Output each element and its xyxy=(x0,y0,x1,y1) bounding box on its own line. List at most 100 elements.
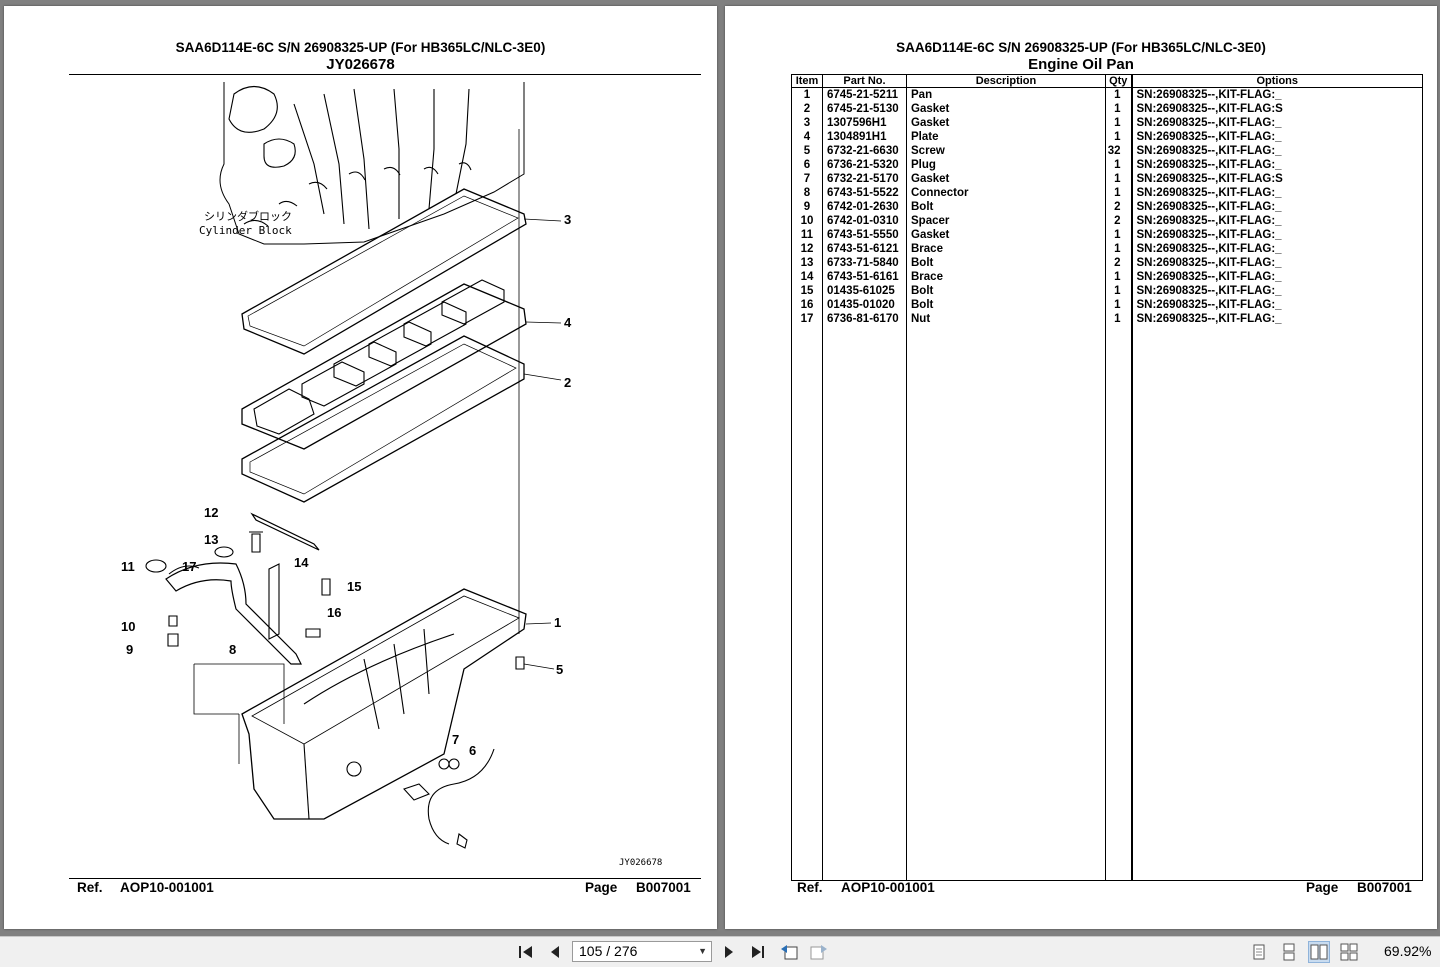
footer-ref-value: AOP10-001001 xyxy=(841,880,935,895)
prev-page-button[interactable] xyxy=(544,941,566,963)
options-cell: SN:26908325--,KIT-FLAG:_ xyxy=(1130,116,1423,130)
qty-cell: 2 xyxy=(1105,214,1132,228)
item-cell: 4 xyxy=(791,130,823,144)
right-page-section-title: Engine Oil Pan xyxy=(1028,56,1134,73)
next-page-button[interactable] xyxy=(718,941,740,963)
qty-cell: 1 xyxy=(1105,312,1132,326)
continuous-view-icon xyxy=(1283,943,1295,961)
part-no-cell: 6736-21-5320 xyxy=(822,158,907,172)
drawing-code: JY026678 xyxy=(619,858,662,868)
go-back-view-button[interactable] xyxy=(778,941,800,963)
part-no-cell: 6745-21-5211 xyxy=(822,87,907,102)
qty-cell: 1 xyxy=(1105,284,1132,298)
options-cell: SN:26908325--,KIT-FLAG:_ xyxy=(1130,284,1423,298)
options-cell: SN:26908325--,KIT-FLAG:_ xyxy=(1130,200,1423,214)
empty-cell xyxy=(1130,326,1423,881)
item-cell: 16 xyxy=(791,298,823,312)
continuous-facing-view-button[interactable] xyxy=(1338,941,1360,963)
description-cell: Gasket xyxy=(906,116,1106,130)
callout-12: 12 xyxy=(204,505,218,520)
qty-cell: 1 xyxy=(1105,186,1132,200)
callout-7: 7 xyxy=(452,732,459,747)
first-page-button[interactable] xyxy=(515,941,537,963)
qty-cell: 1 xyxy=(1105,158,1132,172)
part-no-cell: 6743-51-5550 xyxy=(822,228,907,242)
header-part-no: Part No. xyxy=(822,74,907,88)
go-back-view-icon xyxy=(781,945,798,960)
item-cell: 1 xyxy=(791,87,823,102)
description-cell: Brace xyxy=(906,270,1106,284)
description-cell: Bolt xyxy=(906,200,1106,214)
options-cell: SN:26908325--,KIT-FLAG:_ xyxy=(1130,87,1423,102)
description-cell: Plug xyxy=(906,158,1106,172)
callout-14: 14 xyxy=(294,555,309,570)
page-indicator: 105 / 276 xyxy=(579,943,638,959)
empty-cell xyxy=(906,326,1106,881)
facing-view-button[interactable] xyxy=(1308,941,1330,963)
single-page-view-icon xyxy=(1253,944,1265,960)
part-no-cell: 6743-51-6161 xyxy=(822,270,907,284)
description-cell: Gasket xyxy=(906,228,1106,242)
part-no-cell: 6745-21-5130 xyxy=(822,102,907,116)
last-page-button[interactable] xyxy=(747,941,769,963)
item-cell: 7 xyxy=(791,172,823,186)
callout-3: 3 xyxy=(564,212,571,227)
options-cell: SN:26908325--,KIT-FLAG:_ xyxy=(1130,186,1423,200)
options-cell: SN:26908325--,KIT-FLAG:S xyxy=(1130,102,1423,116)
item-cell: 2 xyxy=(791,102,823,116)
part-no-cell: 6743-51-5522 xyxy=(822,186,907,200)
chevron-down-icon: ▼ xyxy=(698,946,707,956)
options-cell: SN:26908325--,KIT-FLAG:_ xyxy=(1130,214,1423,228)
qty-cell: 2 xyxy=(1105,200,1132,214)
part-no-cell: 01435-61025 xyxy=(822,284,907,298)
zoom-level[interactable]: 69.92% xyxy=(1384,943,1432,959)
options-cell: SN:26908325--,KIT-FLAG:_ xyxy=(1130,270,1423,284)
item-cell: 8 xyxy=(791,186,823,200)
last-page-icon xyxy=(752,946,764,958)
description-cell: Spacer xyxy=(906,214,1106,228)
part-no-cell: 6732-21-5170 xyxy=(822,172,907,186)
footer-page-value: B007001 xyxy=(1357,880,1412,895)
callout-16: 16 xyxy=(327,605,341,620)
go-forward-view-button[interactable] xyxy=(808,941,830,963)
qty-cell: 32 xyxy=(1105,144,1132,158)
item-cell: 11 xyxy=(791,228,823,242)
page-number-input[interactable]: 105 / 276 ▼ xyxy=(572,941,712,962)
description-cell: Bolt xyxy=(906,298,1106,312)
options-cell: SN:26908325--,KIT-FLAG:_ xyxy=(1130,158,1423,172)
part-no-cell: 6743-51-6121 xyxy=(822,242,907,256)
continuous-facing-view-icon xyxy=(1340,943,1358,961)
right-page-title: SAA6D114E-6C S/N 26908325-UP (For HB365L… xyxy=(896,40,1266,55)
continuous-view-button[interactable] xyxy=(1278,941,1300,963)
item-cell: 15 xyxy=(791,284,823,298)
footer-ref-label: Ref. xyxy=(77,880,103,895)
footer-page-value: B007001 xyxy=(636,880,691,895)
description-cell: Bolt xyxy=(906,284,1106,298)
callout-11: 11 xyxy=(121,559,135,574)
part-no-cell: 6732-21-6630 xyxy=(822,144,907,158)
callout-15: 15 xyxy=(347,579,361,594)
header-options: Options xyxy=(1130,74,1423,88)
callout-2: 2 xyxy=(564,375,571,390)
qty-cell: 2 xyxy=(1105,256,1132,270)
callout-9: 9 xyxy=(126,642,133,657)
single-page-view-button[interactable] xyxy=(1248,941,1270,963)
options-cell: SN:26908325--,KIT-FLAG:_ xyxy=(1130,144,1423,158)
callout-1: 1 xyxy=(554,615,561,630)
header-rule xyxy=(69,74,701,75)
qty-cell: 1 xyxy=(1105,298,1132,312)
qty-cell: 1 xyxy=(1105,130,1132,144)
go-forward-view-icon xyxy=(810,945,827,960)
description-cell: Bolt xyxy=(906,256,1106,270)
description-cell: Gasket xyxy=(906,172,1106,186)
item-cell: 13 xyxy=(791,256,823,270)
description-cell: Nut xyxy=(906,312,1106,326)
